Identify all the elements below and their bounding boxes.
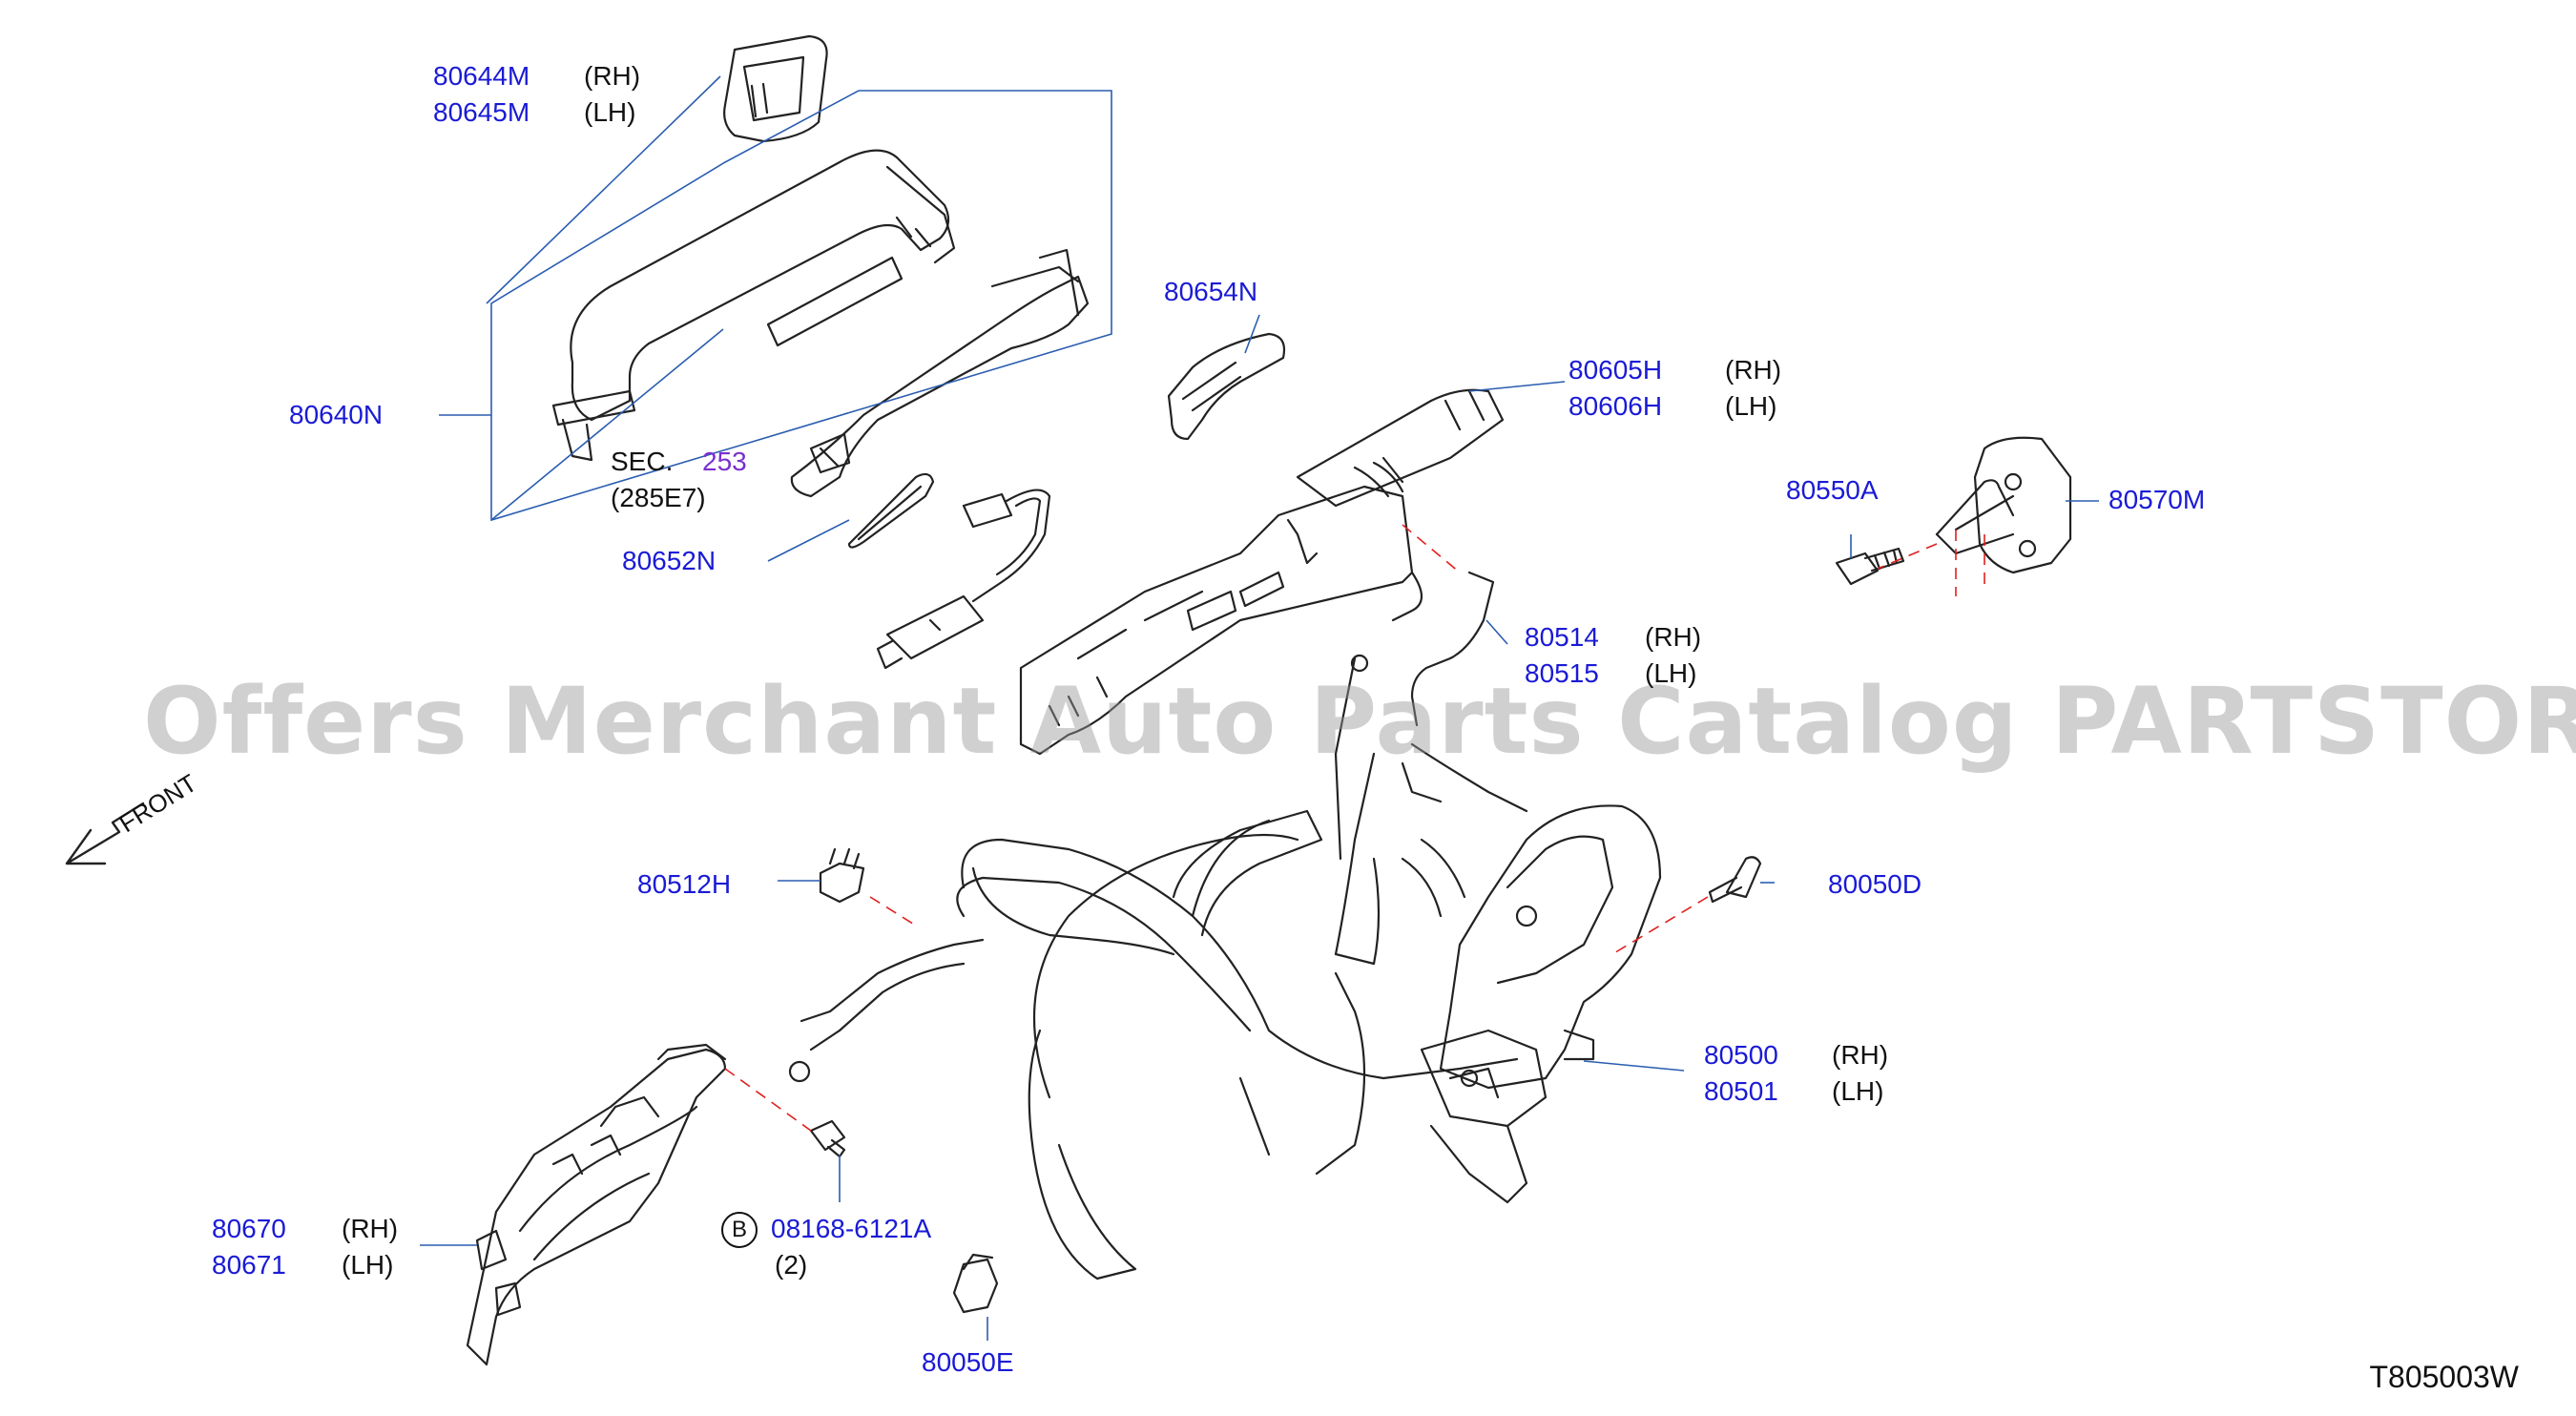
part-80640n[interactable]: 80640N (289, 400, 384, 429)
cable-loops-drawing (788, 654, 1519, 1281)
part-80652n[interactable]: 80652N (622, 546, 717, 575)
part-80606h-side: (LH) (1725, 391, 1777, 421)
part-80645m[interactable]: 80645M (433, 97, 530, 127)
bolt-marker-b: B (721, 1212, 758, 1248)
inside-handle-drawing (466, 1043, 727, 1366)
part-80514-side: (RH) (1645, 622, 1702, 652)
bracket-drawing (1167, 332, 1286, 441)
part-80512h[interactable]: 80512H (637, 869, 732, 899)
sec-ref-number[interactable]: 253 (702, 447, 747, 476)
part-80050d[interactable]: 80050D (1828, 869, 1922, 899)
part-80671-side: (LH) (342, 1250, 394, 1280)
part-80501[interactable]: 80501 (1704, 1076, 1778, 1106)
part-80501-side: (LH) (1832, 1076, 1884, 1106)
escutcheon-cap-drawing (723, 34, 828, 143)
outside-handle-drawing (551, 149, 1090, 498)
sec-ref-prefix: SEC. (611, 447, 674, 476)
part-80515-side: (LH) (1645, 658, 1697, 688)
screw-drawing (1708, 856, 1762, 904)
assembly-dash-lines (724, 524, 1985, 1132)
part-80050e[interactable]: 80050E (922, 1347, 1014, 1377)
leader-lines (420, 75, 2099, 1341)
part-80644m[interactable]: 80644M (433, 61, 530, 91)
bolt-drawing (1835, 547, 1905, 586)
grommet-drawing (952, 1253, 999, 1314)
diagram-code: T805003W (2369, 1360, 2519, 1394)
clip-drawing (819, 847, 865, 904)
part-80605h-side: (RH) (1725, 355, 1782, 385)
part-80670[interactable]: 80670 (212, 1214, 286, 1243)
sensor-harness-drawing (876, 489, 1051, 670)
small-bolt-drawing (809, 1119, 846, 1158)
door-latch-drawing (1401, 742, 1662, 1204)
part-80670-side: (RH) (342, 1214, 399, 1243)
part-80550a[interactable]: 80550A (1786, 475, 1879, 505)
bolt-quantity: (2) (775, 1250, 808, 1280)
sec-ref-sub: (285E7) (611, 483, 706, 512)
part-80515[interactable]: 80515 (1525, 658, 1599, 688)
gasket-drawing (847, 472, 935, 549)
part-80654n[interactable]: 80654N (1164, 277, 1258, 306)
rod-drawing (1410, 571, 1495, 727)
part-80570m[interactable]: 80570M (2109, 485, 2206, 514)
part-80514[interactable]: 80514 (1525, 622, 1599, 652)
handle-base-drawing (1019, 388, 1505, 756)
part-80500[interactable]: 80500 (1704, 1040, 1778, 1070)
part-80644m-side: (RH) (584, 61, 641, 91)
part-80500-side: (RH) (1832, 1040, 1889, 1070)
part-80606h[interactable]: 80606H (1568, 391, 1663, 421)
part-80605h[interactable]: 80605H (1568, 355, 1663, 385)
watermark-text: Offers Merchant Auto Parts Catalog PARTS… (143, 668, 2576, 775)
front-arrow-icon (65, 802, 145, 865)
part-80645m-side: (LH) (584, 97, 636, 127)
part-80671[interactable]: 80671 (212, 1250, 286, 1280)
part-08168-6121a[interactable]: 08168-6121A (771, 1214, 932, 1243)
striker-drawing (1935, 436, 2072, 574)
